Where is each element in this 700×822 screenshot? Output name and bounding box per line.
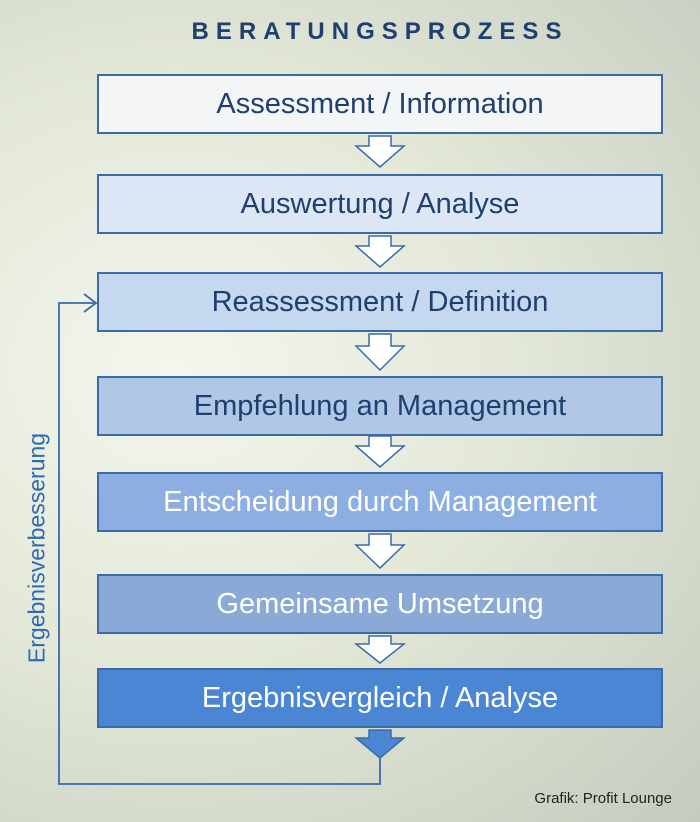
step-assessment-information: Assessment / Information bbox=[97, 74, 663, 134]
down-arrow-icon bbox=[354, 435, 406, 468]
down-arrow-icon bbox=[354, 135, 406, 168]
down-arrow-icon bbox=[353, 729, 407, 759]
diagram-title: BERATUNGSPROZESS bbox=[191, 18, 569, 45]
down-arrow-icon bbox=[354, 235, 406, 268]
step-empfehlung-management: Empfehlung an Management bbox=[97, 376, 663, 436]
down-arrow-icon bbox=[354, 333, 406, 372]
step-reassessment-definition: Reassessment / Definition bbox=[97, 272, 663, 332]
down-arrow-icon bbox=[353, 635, 407, 664]
down-arrow-icon bbox=[354, 533, 406, 570]
step-auswertung-analyse: Auswertung / Analyse bbox=[97, 174, 663, 234]
loop-arrowhead-icon bbox=[83, 293, 98, 313]
feedback-loop-line bbox=[58, 302, 381, 785]
step-gemeinsame-umsetzung: Gemeinsame Umsetzung bbox=[97, 574, 663, 634]
loop-label: Ergebnisverbesserung bbox=[23, 432, 50, 664]
credit-text: Grafik: Profit Lounge bbox=[534, 790, 672, 807]
step-ergebnisvergleich-analyse: Ergebnisvergleich / Analyse bbox=[97, 668, 663, 728]
step-entscheidung-management: Entscheidung durch Management bbox=[97, 472, 663, 532]
